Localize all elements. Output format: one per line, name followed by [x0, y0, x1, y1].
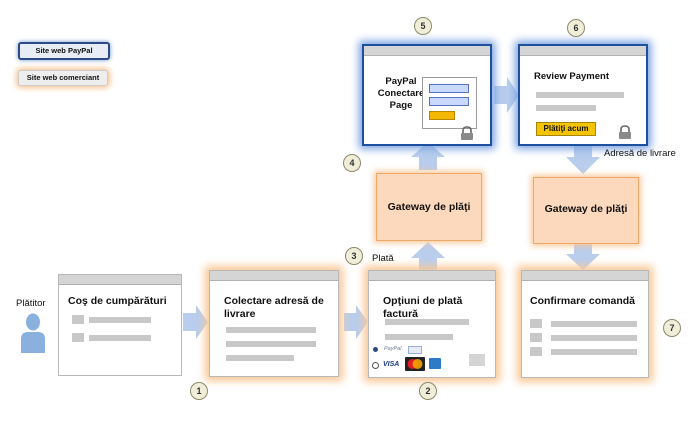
gateway-left-label: Gateway de plăţi	[387, 201, 471, 213]
placeholder-line	[536, 105, 596, 111]
payer-label: Plătitor	[16, 298, 46, 309]
window-titlebar	[364, 46, 490, 56]
cart-title: Coş de cumpărături	[68, 295, 167, 307]
shipping-address-label: Adresă de livrare	[604, 148, 676, 159]
arrow-paypal-to-review	[494, 77, 519, 113]
address-title: Colectare adresă de livrare	[224, 295, 324, 320]
gateway-right-label: Gateway de plăţi	[544, 203, 628, 215]
arrow-gateway-to-paypal	[411, 142, 445, 170]
arrow-gateway-to-confirm	[566, 243, 600, 270]
placeholder-line	[551, 335, 637, 341]
payment-label: Plată	[372, 253, 394, 264]
placeholder-line	[385, 334, 453, 340]
confirm-order-window: Confirmare comandă	[521, 270, 649, 378]
step-number-6: 6	[567, 19, 585, 37]
window-titlebar	[522, 271, 648, 281]
login-field-email[interactable]	[429, 84, 469, 93]
paypal-option-text: PayPal	[384, 346, 402, 352]
placeholder-line	[385, 319, 469, 325]
placeholder-line	[226, 341, 316, 347]
paypal-login-title-line3: Page	[389, 100, 413, 111]
visa-text: VISA	[383, 361, 400, 368]
radio-selected-icon[interactable]	[373, 347, 378, 352]
step-number-4: 4	[343, 154, 361, 172]
placeholder-line	[551, 321, 637, 327]
amex-icon	[429, 358, 441, 369]
legend-paypal: Site web PayPal	[18, 42, 110, 60]
confirm-order-title: Confirmare comandă	[530, 295, 636, 307]
placeholder-block	[72, 315, 84, 324]
placeholder-block	[469, 354, 485, 366]
login-field-password[interactable]	[429, 97, 469, 106]
placeholder-line	[226, 327, 316, 333]
placeholder-line	[89, 317, 151, 323]
placeholder-line	[89, 335, 151, 341]
arrow-review-to-gateway	[566, 144, 600, 174]
step-number-3: 3	[345, 247, 363, 265]
paypal-login-title: PayPal Conectare Page	[374, 76, 428, 112]
window-titlebar	[520, 46, 646, 56]
arrow-cart-to-address	[183, 305, 208, 339]
arrow-options-to-gateway	[411, 242, 445, 272]
paypal-logo-icon	[408, 346, 422, 354]
login-form	[422, 77, 477, 129]
placeholder-block	[530, 319, 542, 328]
step-number-7: 7	[663, 319, 681, 337]
placeholder-line	[551, 349, 637, 355]
radio-unselected-icon[interactable]	[372, 362, 379, 369]
paypal-login-title-line1: PayPal	[385, 76, 417, 87]
placeholder-block	[72, 333, 84, 342]
payment-gateway-left: Gateway de plăţi	[376, 173, 482, 241]
window-titlebar	[369, 271, 495, 281]
person-icon	[21, 313, 45, 353]
placeholder-block	[530, 333, 542, 342]
paypal-login-window: PayPal Conectare Page	[362, 44, 492, 146]
address-window: Colectare adresă de livrare	[209, 270, 339, 377]
payment-options-title: Opţiuni de plată factură	[383, 295, 463, 320]
mastercard-icon	[405, 357, 425, 371]
cart-window: Coş de cumpărături	[58, 274, 182, 376]
lock-icon	[619, 125, 631, 139]
legend-merchant: Site web comerciant	[18, 70, 108, 86]
arrow-address-to-options	[344, 305, 368, 339]
window-titlebar	[210, 271, 338, 281]
window-titlebar	[59, 275, 181, 285]
payment-options-window: Opţiuni de plată factură PayPal VISA	[368, 270, 496, 378]
review-payment-title: Review Payment	[534, 71, 609, 82]
placeholder-block	[530, 347, 542, 356]
payment-gateway-right: Gateway de plăţi	[533, 177, 639, 244]
placeholder-line	[536, 92, 624, 98]
step-number-1: 1	[190, 382, 208, 400]
placeholder-line	[226, 355, 294, 361]
step-number-5: 5	[414, 17, 432, 35]
login-button[interactable]	[429, 111, 455, 120]
paypal-login-title-line2: Conectare	[377, 88, 425, 99]
pay-now-button[interactable]: Plătiţi acum	[536, 122, 596, 136]
step-number-2: 2	[419, 382, 437, 400]
review-payment-window: Review Payment Plătiţi acum	[518, 44, 648, 146]
lock-icon	[461, 126, 473, 140]
